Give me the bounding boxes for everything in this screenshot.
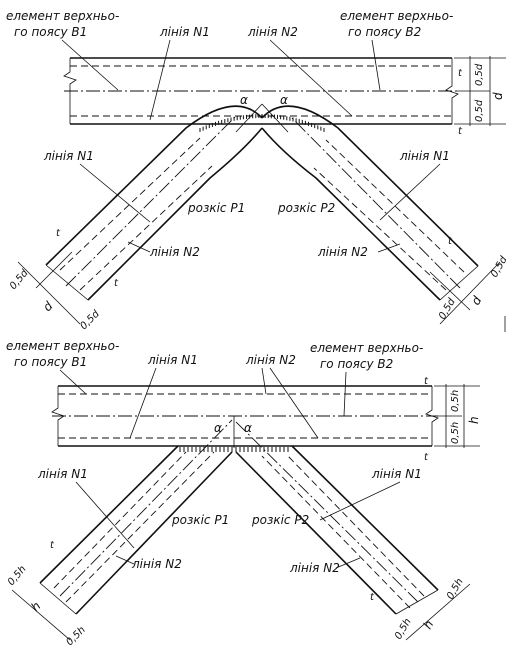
bottom-t-upper: t: [424, 376, 429, 387]
top-alpha-left: α: [240, 93, 248, 107]
top-joint-diagram: елемент верхньо- го поясу В1 елемент вер…: [6, 9, 506, 332]
top-d-right: d: [468, 294, 484, 308]
top-t-right: t: [448, 236, 453, 247]
top-chord: [63, 57, 459, 125]
top-d-chord: d: [491, 92, 505, 100]
top-weld: [199, 114, 325, 132]
bottom-h-chord: h: [467, 416, 481, 424]
top-t-lower: t: [458, 126, 463, 137]
bottom-line1-right-label: лінія N1: [371, 467, 422, 481]
bottom-chord-dimensions: [434, 384, 480, 448]
top-brace-dimensions: [17, 251, 501, 325]
top-brace-p2-label: розкіс Р2: [277, 201, 335, 215]
top-half-d-left-2: 0,5d: [78, 308, 102, 332]
bottom-line2-right-label: лінія N2: [289, 561, 340, 575]
top-chord-b1-label-1: елемент верхньо-: [6, 9, 119, 23]
top-half-d-lower: 0,5d: [474, 99, 485, 122]
bottom-leaders: [59, 367, 401, 569]
top-d-left: d: [40, 299, 56, 315]
top-braces: [45, 103, 479, 301]
bottom-braces: [39, 416, 439, 615]
bottom-brace-p1-label: розкіс Р1: [171, 513, 229, 527]
top-brace-p1-label: розкіс Р1: [187, 201, 245, 215]
bottom-weld: [179, 447, 289, 452]
bottom-chord-b2-label-2: го поясу В2: [320, 357, 393, 371]
bottom-chord-b1-label-1: елемент верхньо-: [6, 339, 119, 353]
bottom-half-h-upper: 0,5h: [450, 390, 461, 412]
bottom-alpha-right: α: [244, 421, 252, 435]
bottom-chord-b1-label-2: го поясу В1: [14, 355, 87, 369]
bottom-chord-b2-label-1: елемент верхньо-: [310, 341, 423, 355]
top-line2-left-label: лінія N2: [149, 245, 200, 259]
bottom-t-right: t: [370, 592, 375, 603]
top-chord-b2-label-2: го поясу В2: [348, 25, 421, 39]
bottom-brace-p2-label: розкіс Р2: [251, 513, 309, 527]
bottom-half-h-right: 0,5h: [393, 617, 414, 642]
top-line1-left-label: лінія N1: [43, 149, 94, 163]
top-chord-b2-label-1: елемент верхньо-: [340, 9, 453, 23]
bottom-t-lower: t: [424, 452, 429, 463]
bottom-half-h-right-2: 0,5h: [445, 577, 466, 602]
top-t-left: t: [56, 228, 61, 239]
bottom-joint-diagram: елемент верхньо- го поясу В1 елемент вер…: [6, 339, 481, 648]
bottom-h-left: h: [28, 599, 43, 614]
bottom-half-h-left-2: 0,5h: [64, 625, 88, 649]
bottom-t-left: t: [50, 540, 55, 551]
bottom-chord: [51, 385, 439, 447]
top-line1-right-label: лінія N1: [399, 149, 450, 163]
top-line2-right-label: лінія N2: [317, 245, 368, 259]
top-chord-b1-label-2: го поясу В1: [14, 25, 87, 39]
top-half-d-right-2: 0,5d: [489, 254, 506, 279]
top-leaders: [61, 39, 441, 253]
top-line1-label: лінія N1: [159, 25, 210, 39]
bottom-half-h-lower: 0,5h: [450, 422, 461, 444]
top-chord-dimensions: [454, 56, 506, 126]
top-line2-label: лінія N2: [247, 25, 298, 39]
bottom-line1-label: лінія N1: [147, 353, 198, 367]
top-t-left-2: t: [114, 278, 119, 289]
top-t-upper: t: [458, 68, 463, 79]
bottom-alpha-left: α: [214, 421, 222, 435]
top-half-d-upper: 0,5d: [474, 63, 485, 86]
bottom-line2-left-label: лінія N2: [131, 557, 182, 571]
top-alpha-right: α: [280, 93, 288, 107]
bottom-line1-left-label: лінія N1: [37, 467, 88, 481]
bottom-brace-dimensions: [11, 583, 471, 641]
bottom-line2-label: лінія N2: [245, 353, 296, 367]
bottom-half-h-left: 0,5h: [6, 564, 29, 588]
